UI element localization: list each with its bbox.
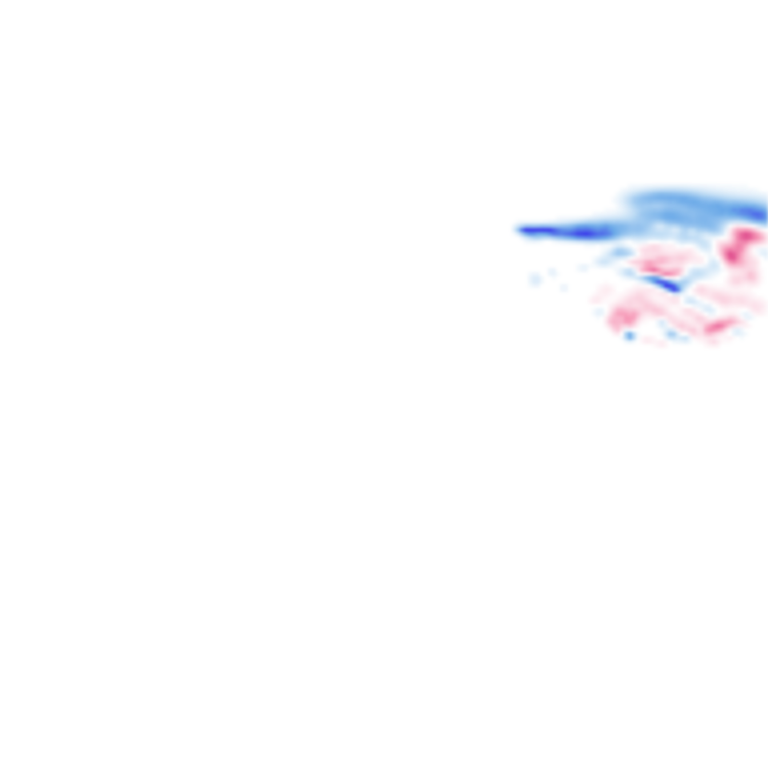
raster-heatmap-canvas	[0, 0, 768, 768]
map-root	[0, 0, 768, 768]
